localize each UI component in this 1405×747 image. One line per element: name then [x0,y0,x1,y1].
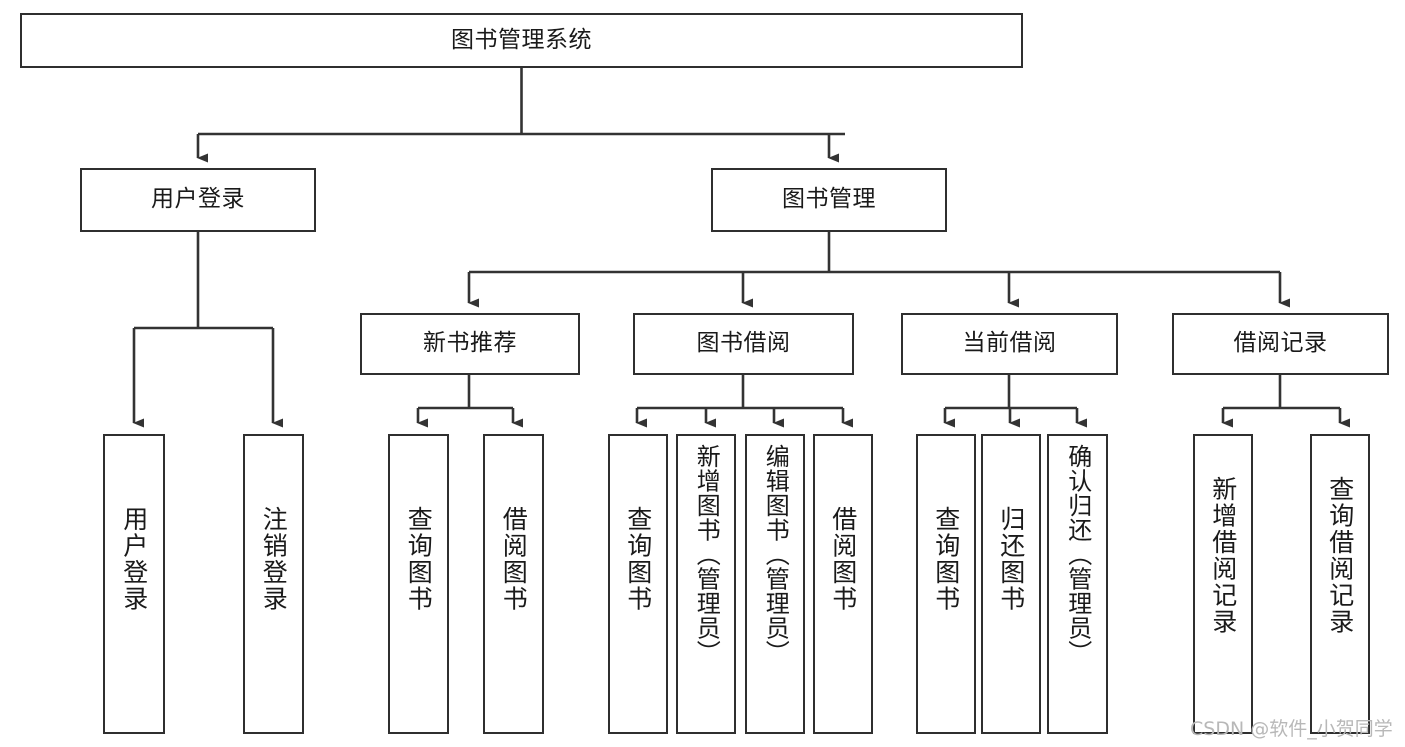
node-label: 图书借阅 [696,330,791,357]
node-leaf-edit-book-admin[interactable]: 编辑图书（管理员） [745,434,805,734]
node-user-login[interactable]: 用户登录 [80,168,316,232]
node-label: 用户登录 [151,186,245,213]
node-leaf-borrow-book-recommend[interactable]: 借阅图书 [483,434,544,734]
node-root-book-management-system[interactable]: 图书管理系统 [20,13,1023,68]
node-label: 归还图书 [996,506,1026,612]
node-leaf-query-book-borrow[interactable]: 查询图书 [608,434,668,734]
node-label: 当前借阅 [962,330,1057,357]
node-label: 编辑图书（管理员） [761,444,790,665]
node-label: 借阅图书 [499,506,529,612]
node-label: 查询借阅记录 [1325,476,1355,635]
node-borrow-record[interactable]: 借阅记录 [1172,313,1389,375]
node-leaf-return-book[interactable]: 归还图书 [981,434,1041,734]
node-label: 新增借阅记录 [1208,476,1238,635]
node-leaf-query-book-current[interactable]: 查询图书 [916,434,976,734]
node-current-borrow[interactable]: 当前借阅 [901,313,1118,375]
node-leaf-logout-login[interactable]: 注销登录 [243,434,304,734]
node-label: 查询图书 [404,506,434,612]
node-leaf-borrow-book-borrow[interactable]: 借阅图书 [813,434,873,734]
node-label: 图书管理 [782,186,876,213]
node-label: 借阅图书 [828,506,858,612]
node-label: 用户登录 [119,506,149,612]
node-leaf-confirm-return-admin[interactable]: 确认归还（管理员） [1047,434,1108,734]
node-leaf-user-login[interactable]: 用户登录 [103,434,165,734]
watermark-text: CSDN @软件_小贺同学 [1190,718,1393,740]
node-new-book-recommend[interactable]: 新书推荐 [360,313,580,375]
node-label: 确认归还（管理员） [1063,444,1092,665]
node-label: 查询图书 [623,506,653,612]
node-leaf-add-borrow-record[interactable]: 新增借阅记录 [1193,434,1253,734]
node-book-borrow[interactable]: 图书借阅 [633,313,854,375]
node-label: 借阅记录 [1233,330,1328,357]
node-leaf-query-book-recommend[interactable]: 查询图书 [388,434,449,734]
node-label: 新书推荐 [423,330,517,357]
node-label: 注销登录 [259,506,289,612]
node-label: 图书管理系统 [451,26,592,53]
node-label: 查询图书 [931,506,961,612]
node-label: 新增图书（管理员） [692,444,721,665]
node-leaf-add-book-admin[interactable]: 新增图书（管理员） [676,434,736,734]
node-book-management[interactable]: 图书管理 [711,168,947,232]
node-leaf-query-borrow-record[interactable]: 查询借阅记录 [1310,434,1370,734]
